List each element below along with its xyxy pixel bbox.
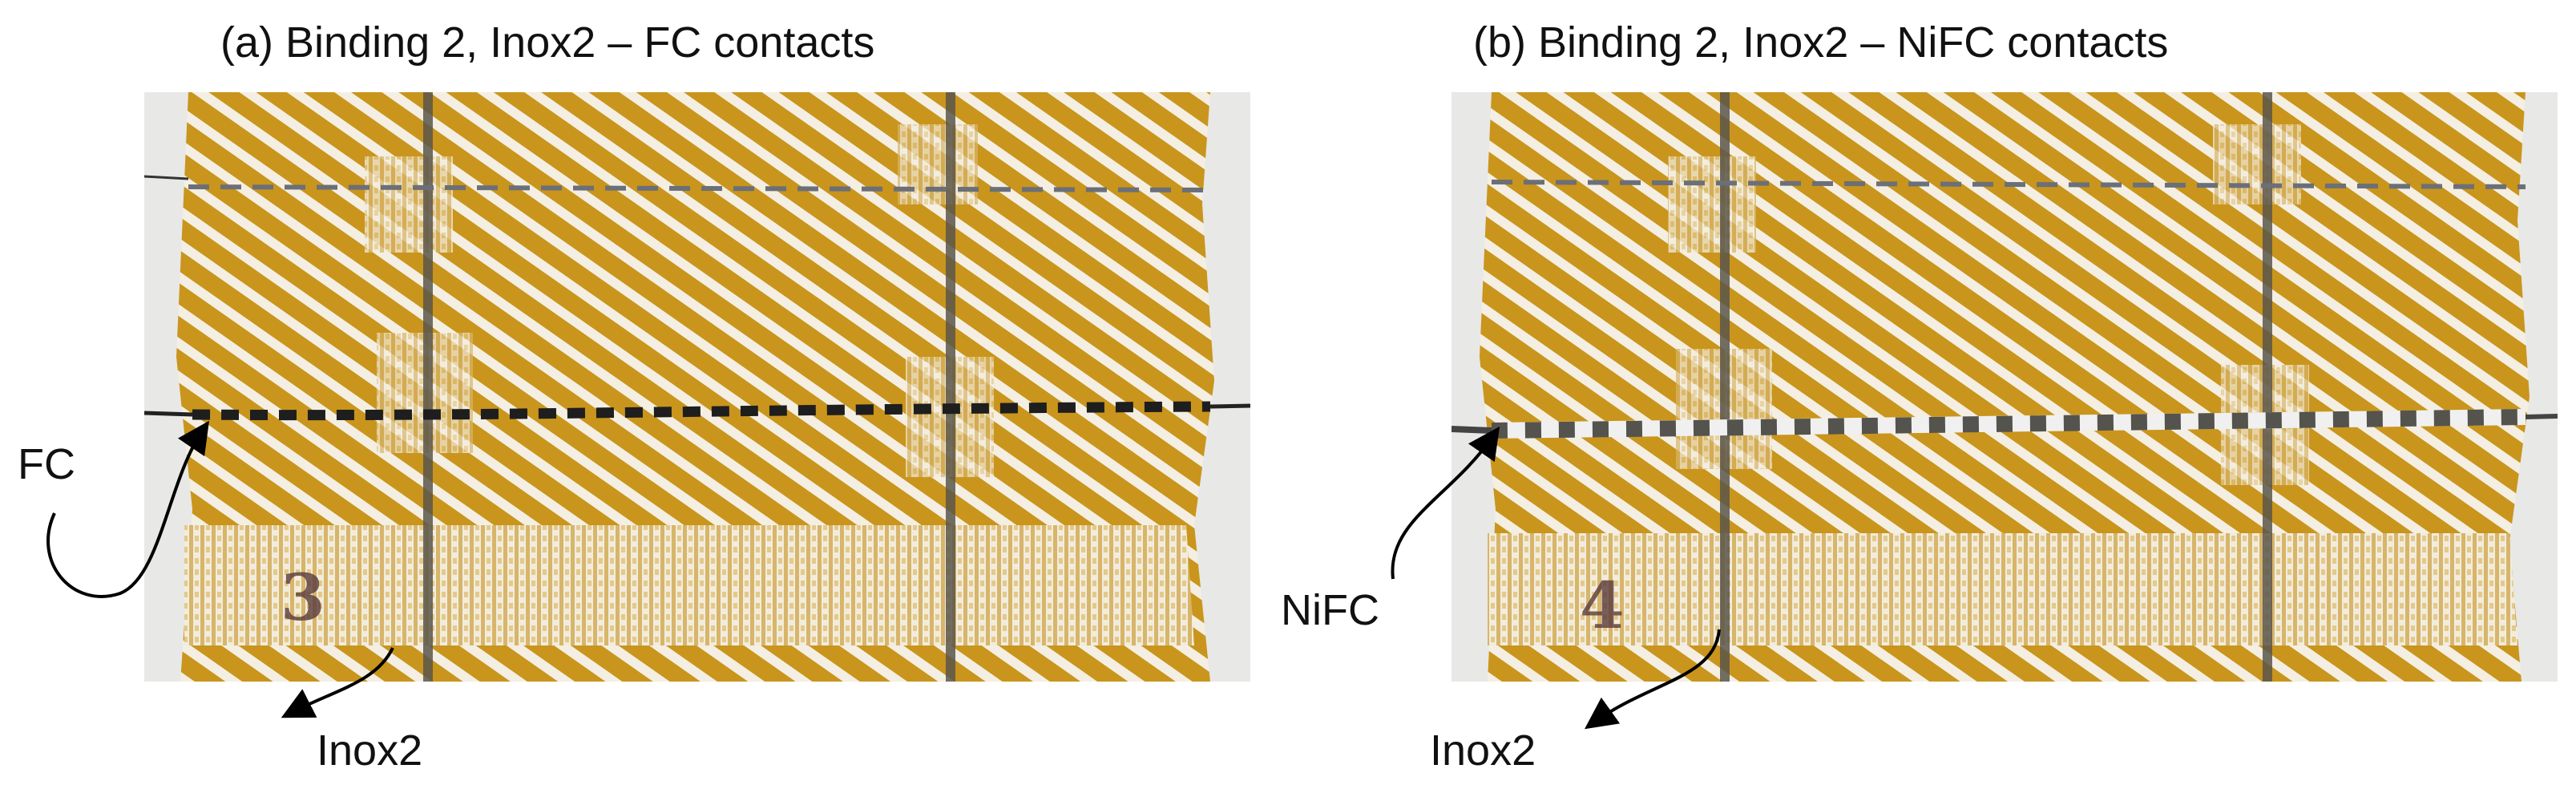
panel-a-caption: (a) Binding 2, Inox2 – FC contacts <box>220 18 875 67</box>
panel-a-fabric-photo: 3 <box>144 92 1250 682</box>
panel-b-caption: (b) Binding 2, Inox2 – NiFC contacts <box>1473 18 2169 67</box>
panel-b-contact-label: NiFC <box>1281 586 1379 634</box>
panel-b-steel-label: Inox2 <box>1430 726 1536 775</box>
svg-text:4: 4 <box>1580 568 1625 643</box>
svg-text:3: 3 <box>281 560 325 635</box>
panel-a-steel-label: Inox2 <box>317 726 423 775</box>
panel-a-contact-label: FC <box>18 440 75 488</box>
panel-b-fabric-photo: 4 <box>1452 92 2558 682</box>
